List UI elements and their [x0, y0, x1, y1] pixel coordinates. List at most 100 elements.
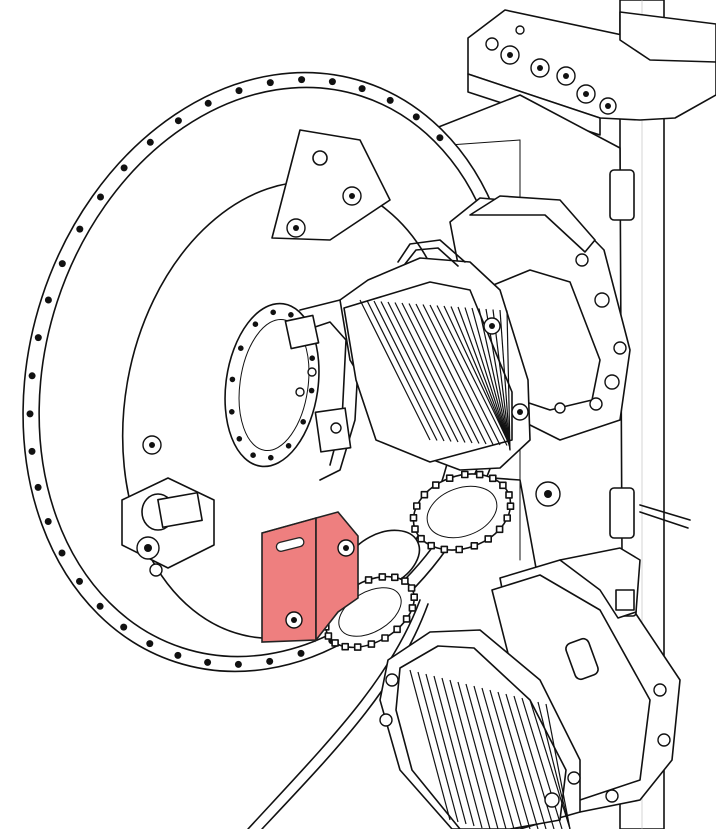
cooling-fin [359, 299, 431, 441]
cooling-fin [373, 300, 445, 442]
cooling-fin [537, 701, 571, 829]
cooling-fin [417, 671, 459, 823]
cooling-fin [415, 303, 487, 445]
gear-tooth [410, 593, 419, 602]
rim-bolt [58, 260, 66, 268]
gear-tooth [407, 584, 416, 592]
cooling-fin [497, 691, 539, 829]
cooling-fin [521, 697, 563, 829]
gear-tooth [367, 640, 376, 648]
gear-tooth [341, 642, 350, 651]
cooling-fin [425, 673, 467, 825]
flange-bolt [236, 436, 243, 442]
gear-tooth [390, 573, 399, 582]
cooling-fin [489, 689, 531, 829]
rim-bolt [412, 113, 420, 121]
gear-tooth [381, 634, 389, 642]
gear-tooth [353, 643, 362, 651]
rim-bolt [266, 657, 274, 665]
lower-radio-unit [379, 559, 681, 829]
gear-tooth [401, 577, 409, 585]
rim-bolt [235, 87, 243, 95]
gear-tooth [408, 604, 417, 612]
mounting-bracket-highlight [261, 511, 359, 643]
lower-radio-fins [409, 669, 571, 829]
rim-bolt [26, 410, 34, 418]
rim-bolt [44, 518, 52, 525]
cooling-fin [505, 693, 547, 829]
cooling-fin [529, 699, 571, 829]
gear-tooth [506, 502, 515, 511]
gear-tooth [364, 576, 373, 584]
cooling-fin [408, 303, 480, 444]
gear-tooth [495, 525, 504, 534]
gear-tooth [378, 573, 387, 581]
cooling-fin [450, 306, 511, 447]
rim-bolt [174, 117, 182, 125]
gear-tooth [324, 632, 333, 640]
rim-bolt [204, 658, 212, 666]
gear-tooth [455, 545, 464, 554]
flange-bolt [250, 452, 256, 459]
flange-bolt [308, 387, 315, 394]
rim-bolt [204, 99, 212, 107]
cooling-fin [409, 669, 451, 821]
rim-bolt [120, 623, 128, 631]
gear-tooth [475, 470, 484, 479]
rim-bolt [28, 372, 36, 380]
cooling-fin [387, 301, 459, 443]
cooling-fin [473, 685, 515, 829]
gear-tooth [505, 491, 513, 499]
cooling-fin [394, 302, 466, 443]
cooling-fin [433, 675, 475, 827]
gear-tooth [412, 502, 421, 510]
rim-bolt [44, 296, 52, 304]
flange-bolt [285, 443, 292, 449]
gear-tooth [420, 490, 429, 499]
cooling-fin [366, 300, 438, 441]
gear-tooth [488, 474, 497, 483]
cooling-fin [457, 681, 499, 829]
flange-bolt [229, 376, 236, 383]
cooling-fin [429, 304, 501, 446]
flange-bolt [270, 309, 277, 316]
cooling-fin [457, 306, 511, 448]
rim-bolt [234, 660, 242, 668]
rim-bolt [76, 225, 84, 233]
flange-bolt [300, 419, 307, 425]
cooling-fin [465, 683, 507, 829]
cooling-fin [506, 310, 511, 451]
flange-bolt [288, 312, 294, 318]
rim-bolt [297, 649, 305, 657]
rim-bolt [358, 85, 366, 93]
rim-bolt [34, 483, 42, 491]
mast-clamp-lower [559, 547, 641, 619]
cooling-fin [422, 304, 494, 445]
rim-bolt [97, 193, 104, 201]
flange-bolt [309, 355, 316, 362]
flange-bolts [229, 309, 316, 461]
rim-bolt [96, 602, 104, 610]
cooling-fin [443, 305, 511, 447]
flange-bolt [229, 409, 235, 415]
cooling-fin [545, 703, 571, 829]
gear-tooth [331, 639, 339, 647]
cooling-fin [464, 307, 511, 448]
gear-tooth [409, 513, 418, 522]
flange-bolt [238, 345, 244, 352]
cooling-fin [449, 679, 491, 829]
gear-tooth [440, 545, 449, 554]
rim-bolt [174, 651, 182, 659]
top-clamp-bracket [467, 9, 716, 136]
rim-bolt [436, 134, 444, 142]
cooling-fin [478, 308, 511, 449]
cooling-fin [441, 677, 483, 829]
gear-tooth [470, 541, 479, 550]
rim-bolt [34, 334, 42, 342]
flange-bolt [268, 454, 274, 461]
rim-bolt [146, 138, 154, 146]
rim-bolt [298, 76, 306, 84]
gear-tooth [431, 481, 440, 489]
